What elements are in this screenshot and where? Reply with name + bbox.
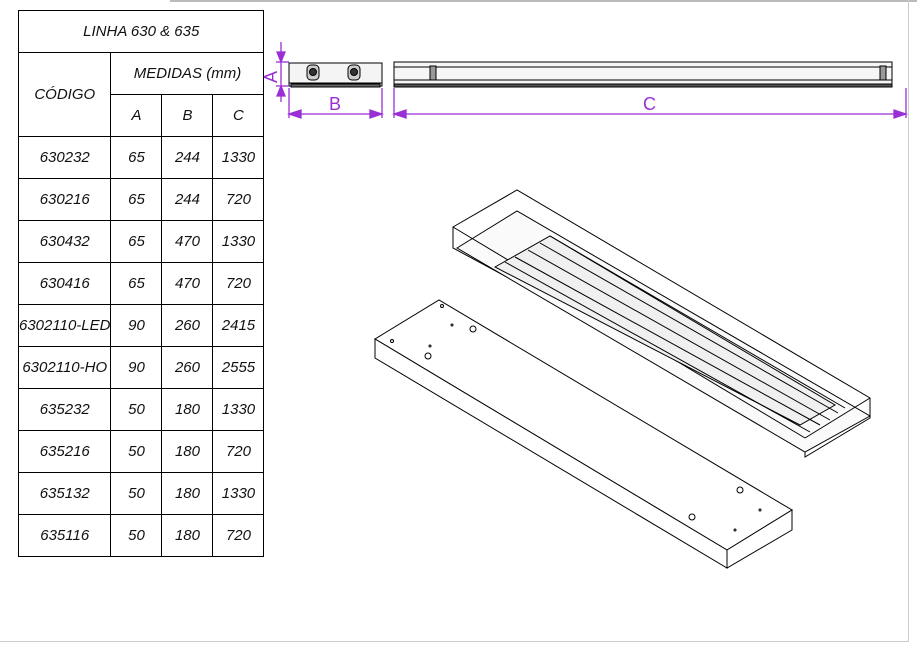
- cell-code: 630432: [17, 220, 112, 263]
- cell-c: 1330: [212, 472, 265, 515]
- isometric-fixture-body: [452, 189, 872, 458]
- cell-b: 180: [161, 472, 214, 515]
- cell-c: 1330: [212, 220, 265, 263]
- cell-a: 50: [110, 472, 163, 515]
- front-view: [288, 62, 383, 88]
- page-top-border: [170, 0, 917, 2]
- cell-code: 630232: [17, 136, 112, 179]
- cell-a: 50: [110, 430, 163, 473]
- cell-c: 720: [212, 262, 265, 305]
- page-frame: [0, 0, 909, 642]
- cell-a: 90: [110, 346, 163, 389]
- table-title: LINHA 630 & 635: [17, 10, 265, 53]
- cell-b: 260: [161, 346, 214, 389]
- cell-c: 2555: [212, 346, 265, 389]
- cell-code: 6302110-LED: [17, 304, 112, 347]
- dimensions-table: LINHA 630 & 635 CÓDIGO MEDIDAS (mm) A B …: [17, 10, 265, 557]
- cell-a: 65: [110, 178, 163, 221]
- isometric-fixture-base: [374, 299, 793, 569]
- cell-a: 90: [110, 304, 163, 347]
- col-c-header: C: [212, 94, 265, 137]
- cell-a: 50: [110, 514, 163, 557]
- side-view: [393, 61, 893, 88]
- dimension-lines: [276, 42, 909, 119]
- code-header: CÓDIGO: [17, 52, 112, 137]
- cell-code: 630216: [17, 178, 112, 221]
- dimension-b-label: B: [329, 94, 341, 114]
- cell-code: 6302110-HO: [17, 346, 112, 389]
- cell-b: 470: [161, 220, 214, 263]
- cell-c: 1330: [212, 136, 265, 179]
- cell-c: 720: [212, 178, 265, 221]
- dimension-a-label: A: [261, 71, 281, 83]
- col-a-header: A: [110, 94, 163, 137]
- cell-a: 65: [110, 136, 163, 179]
- cell-b: 470: [161, 262, 214, 305]
- cell-a: 50: [110, 388, 163, 431]
- cell-code: 635216: [17, 430, 112, 473]
- cell-code: 635116: [17, 514, 112, 557]
- dimension-c-label: C: [643, 94, 656, 114]
- cell-c: 720: [212, 514, 265, 557]
- cell-b: 180: [161, 514, 214, 557]
- cell-code: 630416: [17, 262, 112, 305]
- cell-b: 244: [161, 178, 214, 221]
